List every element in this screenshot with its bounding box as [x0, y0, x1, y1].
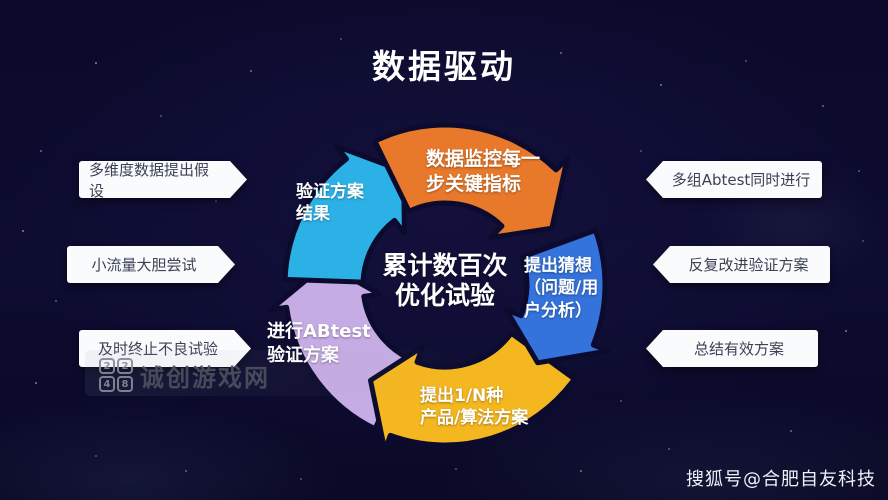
watermark: 2 2 4 8 诚创游戏网 [99, 356, 270, 394]
label-propose-line2: 产品/算法方案 [420, 408, 529, 429]
watermark-grid-icon: 2 2 4 8 [99, 358, 133, 392]
note-right-3-wrap: 总结有效方案 [646, 330, 818, 367]
label-propose: 提出1/N种 产品/算法方案 [420, 385, 590, 430]
cycle-arrow-monitor [372, 122, 570, 240]
watermark-grid-digit: 2 [117, 358, 133, 374]
label-monitor: 数据监控每一 步关键指标 [426, 147, 616, 197]
note-left-2: 小流量大胆尝试 [67, 246, 235, 283]
note-left-3: 及时终止不良试验 [79, 330, 251, 367]
watermark-grid-digit: 4 [99, 376, 115, 392]
note-left-1-wrap: 多维度数据提出假设 [79, 161, 247, 198]
note-left-2-wrap: 小流量大胆尝试 [67, 246, 235, 283]
label-monitor-line2: 步关键指标 [426, 173, 522, 196]
cycle-arrow-guess [503, 227, 611, 366]
label-abtest-line2: 验证方案 [267, 344, 417, 368]
cycle-center-label: 累计数百次 优化试验 [355, 251, 535, 311]
label-monitor-line1: 数据监控每一 [426, 148, 541, 170]
center-line1: 累计数百次 [382, 251, 508, 280]
label-verify-line2: 结果 [296, 204, 330, 225]
cycle-arrow-verify [282, 143, 407, 285]
note-left-1: 多维度数据提出假设 [79, 161, 247, 198]
page-title: 数据驱动 [372, 47, 516, 86]
center-line2: 优化试验 [394, 281, 495, 310]
label-verify-line1: 验证方案 [296, 182, 364, 202]
label-abtest-line1: 进行ABtest [267, 321, 371, 342]
label-guess-line1: 提出猜想 [524, 256, 592, 276]
label-verify: 验证方案 结果 [296, 181, 406, 226]
note-right-1-wrap: 多组Abtest同时进行 [646, 161, 822, 198]
cycle-arrow-propose [368, 330, 577, 453]
note-right-1: 多组Abtest同时进行 [646, 161, 822, 198]
note-right-2-wrap: 反复改进验证方案 [653, 246, 830, 283]
label-propose-line1: 提出1/N种 [420, 386, 504, 406]
label-guess-line3: 户分析） [524, 300, 592, 321]
label-guess: 提出猜想 （问题/用 户分析） [524, 255, 632, 322]
note-left-3-wrap: 及时终止不良试验 [79, 330, 251, 367]
watermark-grid-digit: 8 [117, 376, 133, 392]
note-right-3: 总结有效方案 [646, 330, 818, 367]
watermark-grid-digit: 2 [99, 358, 115, 374]
credit-text: 搜狐号@合肥自友科技 [686, 469, 876, 490]
watermark-band [85, 350, 555, 396]
label-abtest: 进行ABtest 验证方案 [267, 320, 417, 368]
watermark-text: 诚创游戏网 [140, 363, 270, 392]
label-guess-line2: （问题/用 [524, 278, 599, 299]
note-right-2: 反复改进验证方案 [653, 246, 830, 283]
